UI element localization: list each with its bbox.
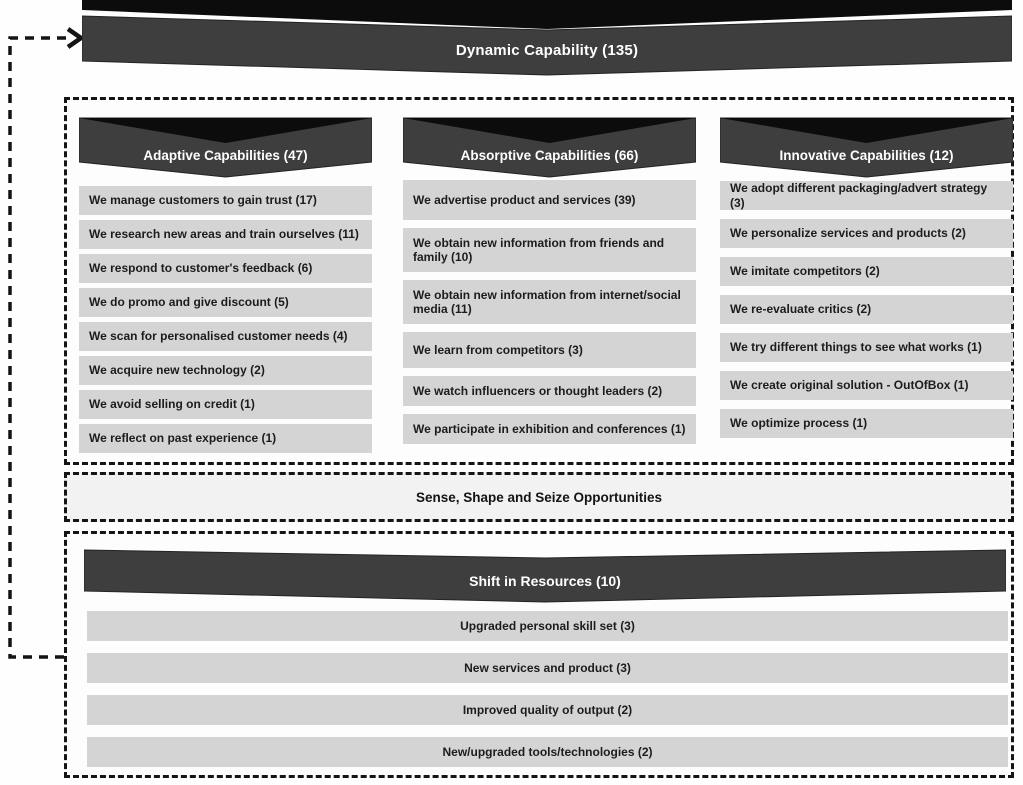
column-innovative: Innovative Capabilities (12) We adopt di…: [720, 116, 1013, 447]
capability-item: We re-evaluate critics (2): [720, 295, 1013, 324]
innovative-header-label: Innovative Capabilities (12): [779, 148, 954, 163]
dynamic-capability-banner: Dynamic Capability (135): [82, 0, 1012, 78]
shift-in-resources-container: Shift in Resources (10) Upgraded persona…: [64, 531, 1014, 778]
capabilities-container: Adaptive Capabilities (47) We manage cus…: [64, 97, 1014, 465]
arrowhead-icon: [66, 27, 85, 49]
capability-item: We research new areas and train ourselve…: [79, 220, 372, 249]
absorptive-header-banner: Absorptive Capabilities (66): [403, 116, 696, 178]
absorptive-header-label: Absorptive Capabilities (66): [460, 148, 639, 163]
chevron-banner-shape: [720, 117, 1013, 178]
shift-items: Upgraded personal skill set (3) New serv…: [87, 611, 1008, 779]
resource-item: Upgraded personal skill set (3): [87, 611, 1008, 641]
dynamic-capability-label: Dynamic Capability (135): [455, 42, 639, 59]
column-absorptive: Absorptive Capabilities (66) We advertis…: [403, 116, 696, 452]
capability-item: We learn from competitors (3): [403, 332, 696, 368]
capability-item: We obtain new information from internet/…: [403, 280, 696, 324]
absorptive-items: We advertise product and services (39) W…: [403, 180, 696, 444]
capability-item: We personalize services and products (2): [720, 219, 1013, 248]
capability-item: We optimize process (1): [720, 409, 1013, 438]
capability-item: We acquire new technology (2): [79, 356, 372, 385]
resource-item: New services and product (3): [87, 653, 1008, 683]
chevron-banner-shape: [79, 117, 372, 178]
capability-item: We create original solution - OutOfBox (…: [720, 371, 1013, 400]
shift-in-resources-banner: Shift in Resources (10): [84, 547, 1006, 604]
column-adaptive: Adaptive Capabilities (47) We manage cus…: [79, 116, 372, 458]
capability-item: We manage customers to gain trust (17): [79, 186, 372, 215]
shift-in-resources-label: Shift in Resources (10): [469, 573, 621, 589]
capability-item: We scan for personalised customer needs …: [79, 322, 372, 351]
capability-item: We reflect on past experience (1): [79, 424, 372, 453]
resource-item: Improved quality of output (2): [87, 695, 1008, 725]
adaptive-header-label: Adaptive Capabilities (47): [143, 148, 308, 163]
capability-item: We participate in exhibition and confere…: [403, 414, 696, 444]
resource-item: New/upgraded tools/technologies (2): [87, 737, 1008, 767]
capability-item: We respond to customer's feedback (6): [79, 254, 372, 283]
innovative-items: We adopt different packaging/advert stra…: [720, 181, 1013, 438]
capability-item: We imitate competitors (2): [720, 257, 1013, 286]
banner-ribbon-shape: [84, 549, 1006, 603]
capability-item: We try different things to see what work…: [720, 333, 1013, 362]
capability-item: We advertise product and services (39): [403, 180, 696, 220]
capability-item: We watch influencers or thought leaders …: [403, 376, 696, 406]
capability-item: We avoid selling on credit (1): [79, 390, 372, 419]
capability-item: We adopt different packaging/advert stra…: [720, 181, 1013, 210]
adaptive-header-banner: Adaptive Capabilities (47): [79, 116, 372, 178]
adaptive-items: We manage customers to gain trust (17) W…: [79, 186, 372, 453]
sense-shape-seize-banner: Sense, Shape and Seize Opportunities: [64, 472, 1014, 522]
capability-item: We obtain new information from friends a…: [403, 228, 696, 272]
capability-item: We do promo and give discount (5): [79, 288, 372, 317]
innovative-header-banner: Innovative Capabilities (12): [720, 116, 1013, 178]
banner-ribbon-shape: [82, 0, 1012, 76]
chevron-banner-shape: [403, 117, 696, 178]
sense-shape-seize-label: Sense, Shape and Seize Opportunities: [415, 489, 663, 505]
